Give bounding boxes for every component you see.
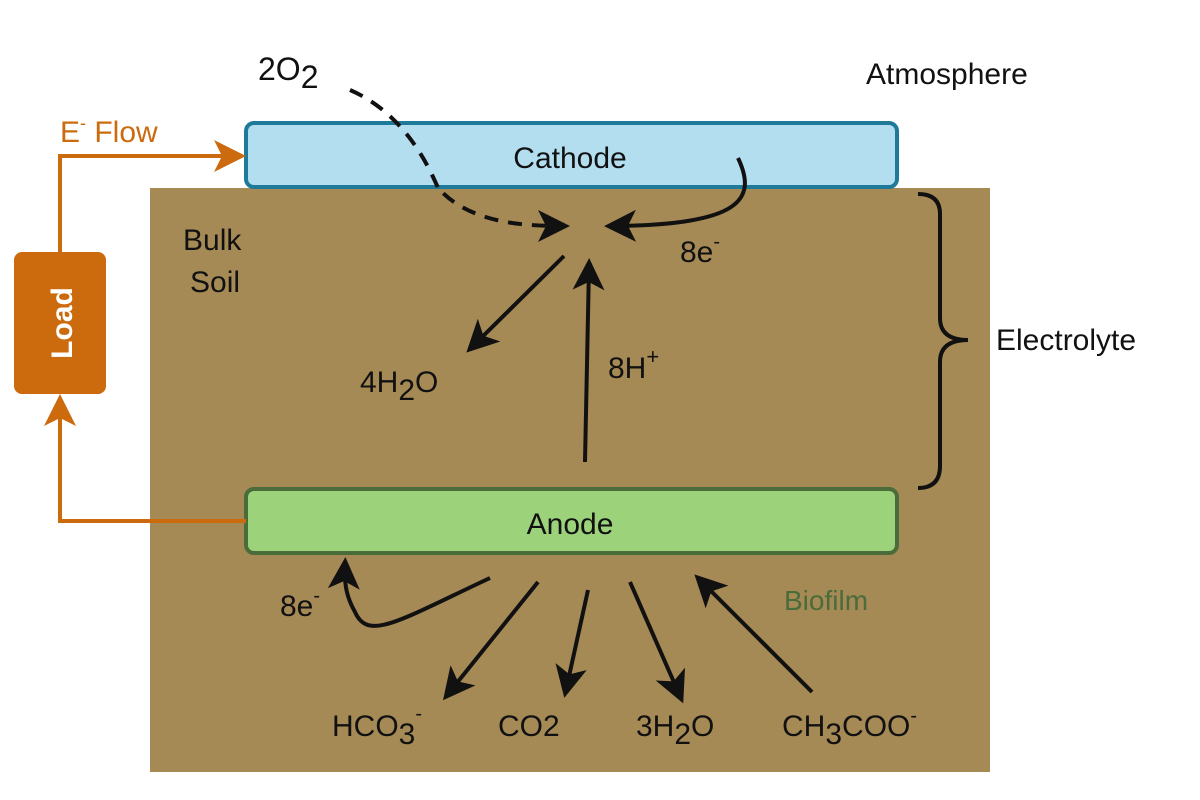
atmosphere-label: Atmosphere <box>866 58 1028 91</box>
electrolyte-brace <box>917 192 969 490</box>
water3-subscript: 2 <box>674 718 691 751</box>
anode-electrons-superscript: - <box>313 585 320 607</box>
water-arrow <box>466 254 566 353</box>
water3-label: 3H2O <box>636 710 714 751</box>
eflow-label: E- Flow <box>60 113 158 149</box>
anode-electron-arrow <box>327 557 491 628</box>
bicarbonate-label: HCO3- <box>332 703 422 751</box>
acetate-label: CH3COO- <box>782 705 917 751</box>
bicarbonate-superscript: - <box>415 703 422 725</box>
eflow-wire-top <box>58 140 246 252</box>
bulk-soil-label-line2: Soil <box>190 266 240 299</box>
acetate-text-pre: CH <box>782 710 825 743</box>
oxygen-text: 2O <box>258 51 301 87</box>
load-box <box>14 252 106 394</box>
co2-arrow <box>555 589 590 698</box>
cathode-electrons-label: 8e- <box>680 231 720 269</box>
water-label: 4H2O <box>360 366 438 407</box>
eflow-superscript: - <box>80 113 86 133</box>
water-subscript: 2 <box>398 374 415 407</box>
oxygen-subscript: 2 <box>301 59 319 95</box>
water-text-pre: 4H <box>360 366 398 399</box>
cathode-electrons-text: 8e <box>680 236 713 269</box>
electrolyte-label: Electrolyte <box>996 324 1136 357</box>
cathode-label: Cathode <box>513 142 626 175</box>
eflow-wire-bottom <box>44 394 246 523</box>
acetate-subscript: 3 <box>825 718 842 751</box>
cathode-electrons-superscript: - <box>713 231 720 253</box>
protons-superscript: + <box>646 344 659 369</box>
co2-label: CO2 <box>498 710 560 743</box>
acetate-text-post: COO <box>842 710 910 743</box>
water3-arrow <box>628 581 686 704</box>
cathode-electron-arrow <box>604 157 747 242</box>
anode-electrons-label: 8e- <box>280 585 320 623</box>
protons-text: 8H <box>608 352 646 385</box>
anode-electrons-text: 8e <box>280 590 313 623</box>
load-label: Load <box>46 287 79 359</box>
bulk-soil-label-line1: Bulk <box>183 224 242 257</box>
soil-region <box>150 188 990 772</box>
bicarbonate-subscript: 3 <box>399 718 416 751</box>
biofilm-label: Biofilm <box>784 585 868 616</box>
acetate-superscript: - <box>910 705 917 727</box>
eflow-letter: E <box>60 116 80 149</box>
eflow-word: Flow <box>86 116 158 149</box>
bicarbonate-arrow <box>442 580 540 701</box>
water3-text-post: O <box>691 710 714 743</box>
water-text-post: O <box>415 366 438 399</box>
protons-label: 8H+ <box>608 344 659 385</box>
water3-text-pre: 3H <box>636 710 674 743</box>
oxygen-label: 2O2 <box>258 51 318 95</box>
bicarbonate-text-pre: HCO <box>332 710 399 743</box>
proton-arrow <box>572 258 605 463</box>
oxygen-dashed-arrow <box>349 88 570 242</box>
acetate-arrow <box>694 574 814 694</box>
anode-label: Anode <box>527 508 614 541</box>
